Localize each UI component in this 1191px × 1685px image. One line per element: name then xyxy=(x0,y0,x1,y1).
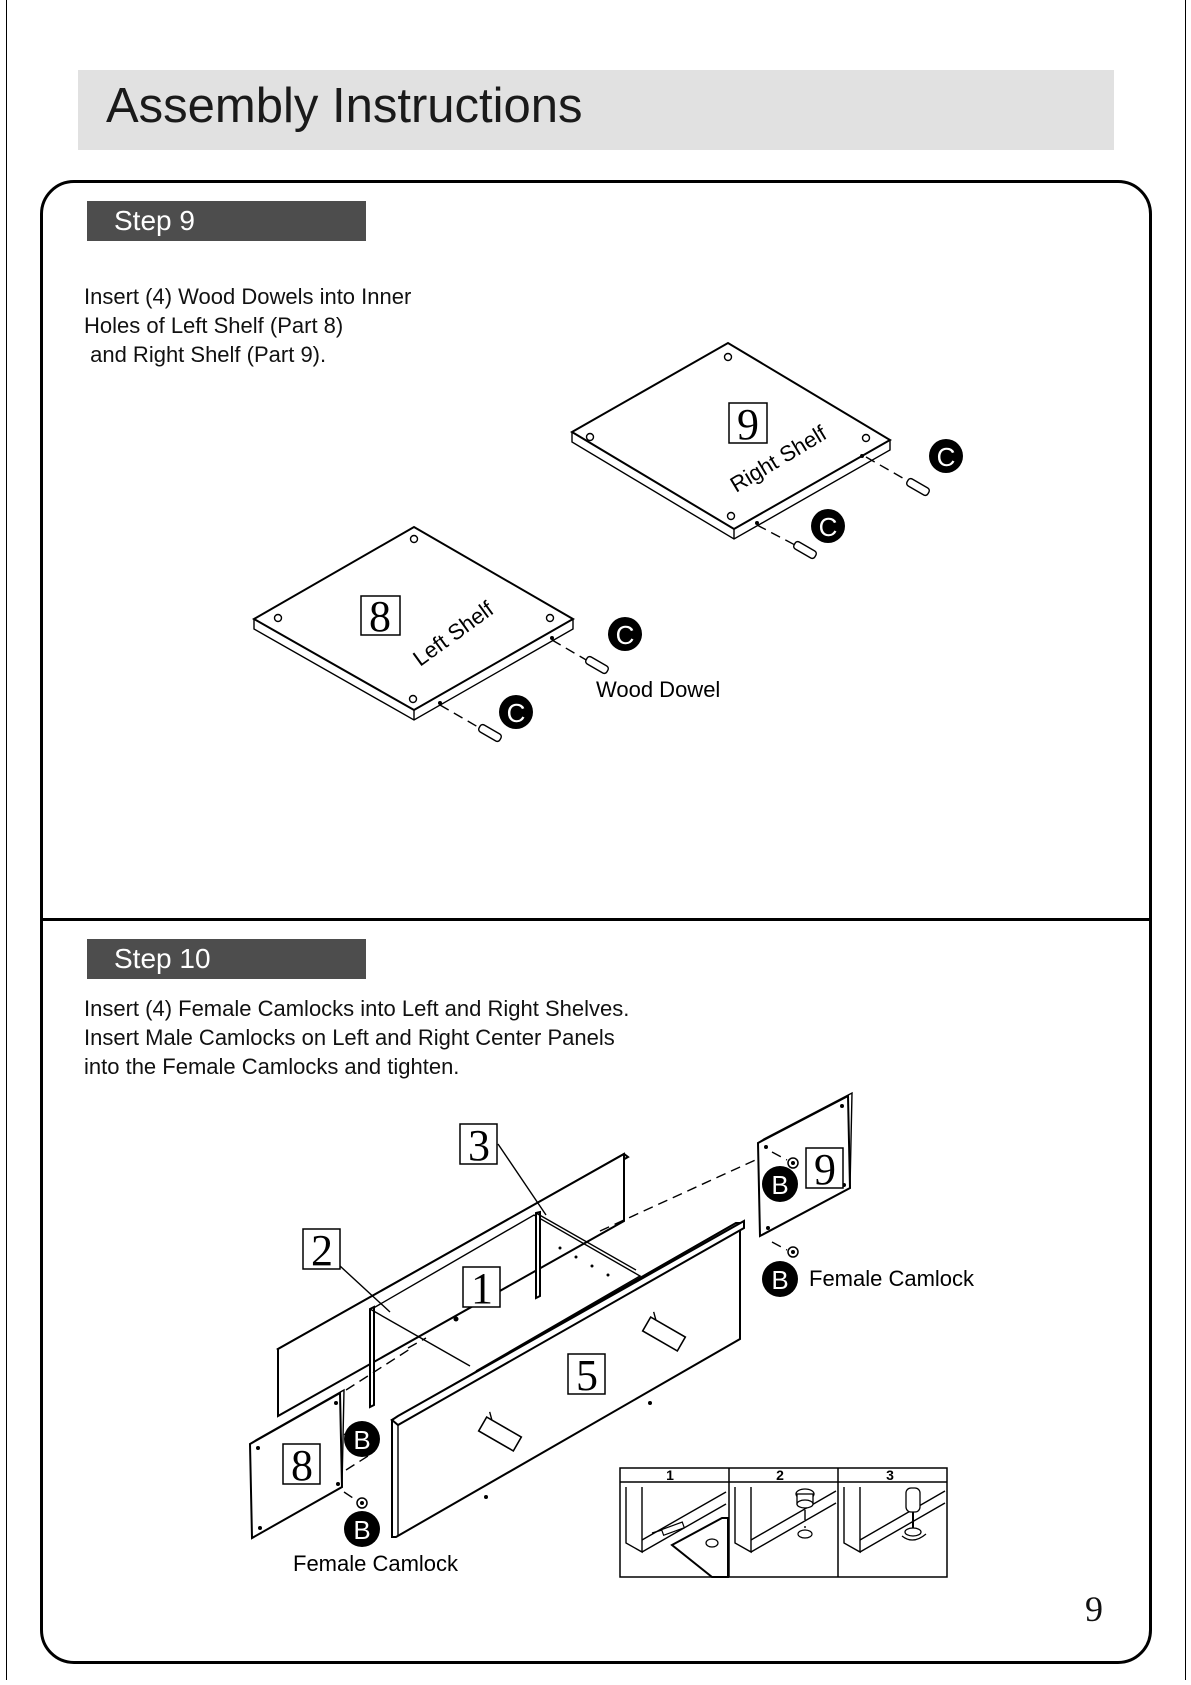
part-number-5: 5 xyxy=(576,1351,598,1400)
wood-dowel-icon xyxy=(793,540,817,560)
female-camlock-icon xyxy=(787,1246,799,1258)
camlock-detail-panel: 1 2 3 xyxy=(619,1467,948,1578)
hardware-c-letter: C xyxy=(616,620,635,650)
part-5-box xyxy=(567,1353,606,1395)
hardware-b-badge xyxy=(762,1166,798,1202)
detail-step-3-number: 3 xyxy=(886,1467,894,1483)
cabinet-assembly-diagram: 3 2 1 5 9 8 B B B B Female Camlock Femal… xyxy=(248,1091,975,1576)
right-shelf-part-number: 9 xyxy=(737,400,759,449)
hardware-c-badge xyxy=(499,695,533,729)
hardware-c-badge xyxy=(811,509,845,543)
part-number-2: 2 xyxy=(311,1226,333,1275)
handle-icon xyxy=(641,1311,687,1353)
hardware-b-letter: B xyxy=(353,1425,370,1455)
wood-dowel-icon xyxy=(585,655,609,675)
hardware-c-letter: C xyxy=(937,442,956,472)
left-shelf-part-box xyxy=(360,595,401,636)
hardware-b-letter: B xyxy=(771,1265,788,1295)
hardware-b-badge xyxy=(762,1261,798,1297)
right-shelf-part-box xyxy=(728,402,768,444)
part-number-1: 1 xyxy=(471,1264,493,1313)
part-9-box xyxy=(805,1147,844,1189)
female-camlock-icon xyxy=(356,1497,368,1509)
right-shelf-diagram: 9 Right Shelf C C xyxy=(570,341,963,560)
step-9-instructions: Insert (4) Wood Dowels into Inner Holes … xyxy=(84,282,411,369)
detail-step-1-number: 1 xyxy=(666,1467,674,1483)
screwdriver-icon xyxy=(905,1487,921,1530)
wood-dowel-label: Wood Dowel xyxy=(596,677,720,702)
step-divider xyxy=(40,918,1152,921)
wood-dowel-icon xyxy=(478,723,502,743)
part-number-9: 9 xyxy=(814,1145,836,1194)
hardware-c-badge xyxy=(608,617,642,651)
step-9-label: Step 9 xyxy=(87,201,366,241)
step-9-instruction-line: Holes of Left Shelf (Part 8) xyxy=(84,313,344,338)
detail-step-3-illustration xyxy=(843,1487,946,1554)
step-10-instruction-line: Insert Male Camlocks on Left and Right C… xyxy=(84,1025,615,1050)
part-number-3: 3 xyxy=(468,1121,490,1170)
female-camlock-icon xyxy=(795,1488,815,1509)
female-camlock-label: Female Camlock xyxy=(293,1551,459,1576)
step-10-instruction-line: Insert (4) Female Camlocks into Left and… xyxy=(84,996,630,1021)
left-shelf-part-number: 8 xyxy=(369,592,391,641)
instructions-frame xyxy=(40,180,1152,1664)
hardware-b-letter: B xyxy=(771,1170,788,1200)
header-bar: Assembly Instructions xyxy=(78,70,1114,150)
part-2-box xyxy=(302,1228,341,1270)
hardware-b-badge xyxy=(344,1511,380,1547)
detail-step-1-illustration xyxy=(625,1487,729,1578)
hardware-c-letter: C xyxy=(507,698,526,728)
step-10-instruction-line: into the Female Camlocks and tighten. xyxy=(84,1054,460,1079)
step-10-instructions: Insert (4) Female Camlocks into Left and… xyxy=(84,994,629,1081)
handle-icon xyxy=(477,1411,523,1453)
part-8-box xyxy=(282,1443,321,1485)
page-title: Assembly Instructions xyxy=(106,79,583,133)
step-9-instruction-line: Insert (4) Wood Dowels into Inner xyxy=(84,284,412,309)
hardware-c-letter: C xyxy=(819,512,838,542)
hardware-b-letter: B xyxy=(353,1515,370,1545)
page-number: 9 xyxy=(1085,1589,1103,1629)
part-3-box xyxy=(459,1123,498,1165)
female-camlock-label: Female Camlock xyxy=(809,1266,975,1291)
hardware-b-badge xyxy=(344,1421,380,1457)
detail-step-2-illustration xyxy=(734,1487,837,1554)
female-camlock-icon xyxy=(787,1157,799,1169)
detail-step-2-number: 2 xyxy=(776,1467,784,1483)
step-10-label: Step 10 xyxy=(87,939,366,979)
part-1-box xyxy=(462,1266,501,1308)
hardware-c-badge xyxy=(929,439,963,473)
page-frame xyxy=(6,0,1186,1680)
step-9-instruction-line: and Right Shelf (Part 9). xyxy=(84,342,327,367)
left-shelf-diagram: 8 Left Shelf C C Wood Dowel xyxy=(251,525,720,743)
wood-dowel-icon xyxy=(906,477,930,497)
part-number-8: 8 xyxy=(291,1441,313,1490)
